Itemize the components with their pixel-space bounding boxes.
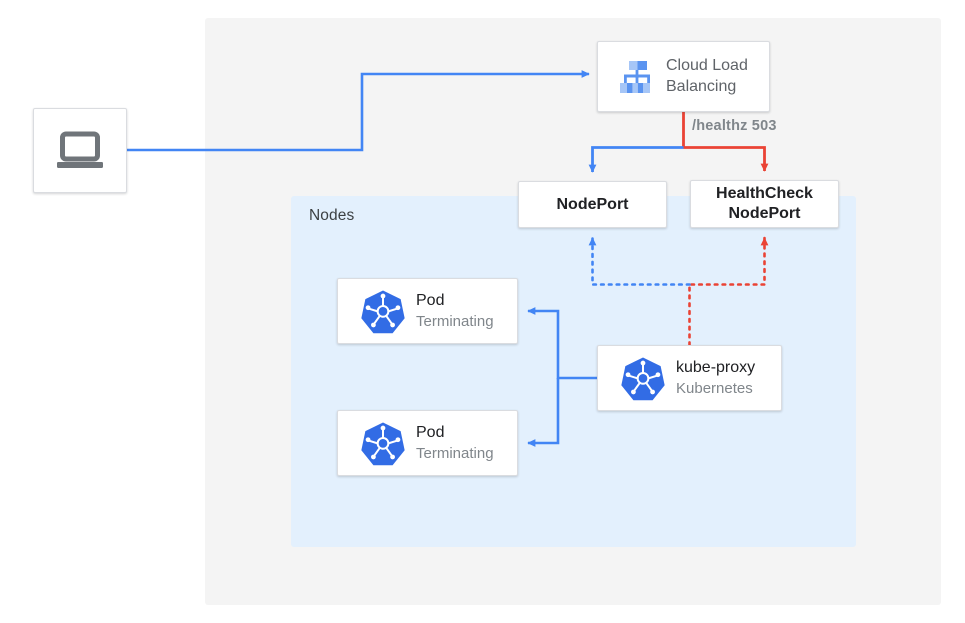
laptop-icon: [51, 129, 109, 173]
pod-1-card[interactable]: Pod Terminating: [337, 278, 518, 344]
pod-1-label: Pod: [416, 292, 445, 310]
nodes-panel-label: Nodes: [309, 207, 355, 224]
pod-2-card[interactable]: Pod Terminating: [337, 410, 518, 476]
kubernetes-icon: [610, 355, 676, 401]
cloud-load-balancing-icon: [608, 59, 666, 95]
kube-proxy-card[interactable]: kube-proxy Kubernetes: [597, 345, 782, 411]
cloud-load-balancing-card[interactable]: Cloud Load Balancing: [597, 41, 770, 112]
nodeport-card[interactable]: NodePort: [518, 181, 667, 228]
healthcheck-nodeport-label-line2: NodePort: [728, 205, 801, 222]
healthcheck-nodeport-label-group: HealthCheck NodePort: [716, 184, 813, 224]
cloud-load-balancing-label-group: Cloud Load Balancing: [666, 56, 748, 97]
kubernetes-icon: [350, 288, 416, 334]
healthcheck-nodeport-label-line1: HealthCheck: [716, 185, 813, 202]
kube-proxy-label-group: kube-proxy Kubernetes: [676, 358, 755, 398]
kube-proxy-sublabel: Kubernetes: [676, 379, 753, 397]
pod-2-status: Terminating: [416, 444, 494, 462]
cloud-load-balancing-label-line2: Balancing: [666, 77, 737, 95]
healthz-edge-label: /healthz 503: [692, 118, 777, 134]
cloud-load-balancing-label-line1: Cloud Load: [666, 57, 748, 75]
pod-1-label-group: Pod Terminating: [416, 291, 494, 331]
nodeport-label: NodePort: [556, 195, 629, 213]
healthcheck-nodeport-card[interactable]: HealthCheck NodePort: [690, 180, 839, 228]
kube-proxy-label: kube-proxy: [676, 359, 756, 377]
pod-1-status: Terminating: [416, 312, 494, 330]
pod-2-label-group: Pod Terminating: [416, 423, 494, 463]
client-device-card[interactable]: [33, 108, 127, 193]
kubernetes-icon: [350, 420, 416, 466]
pod-2-label: Pod: [416, 424, 445, 442]
